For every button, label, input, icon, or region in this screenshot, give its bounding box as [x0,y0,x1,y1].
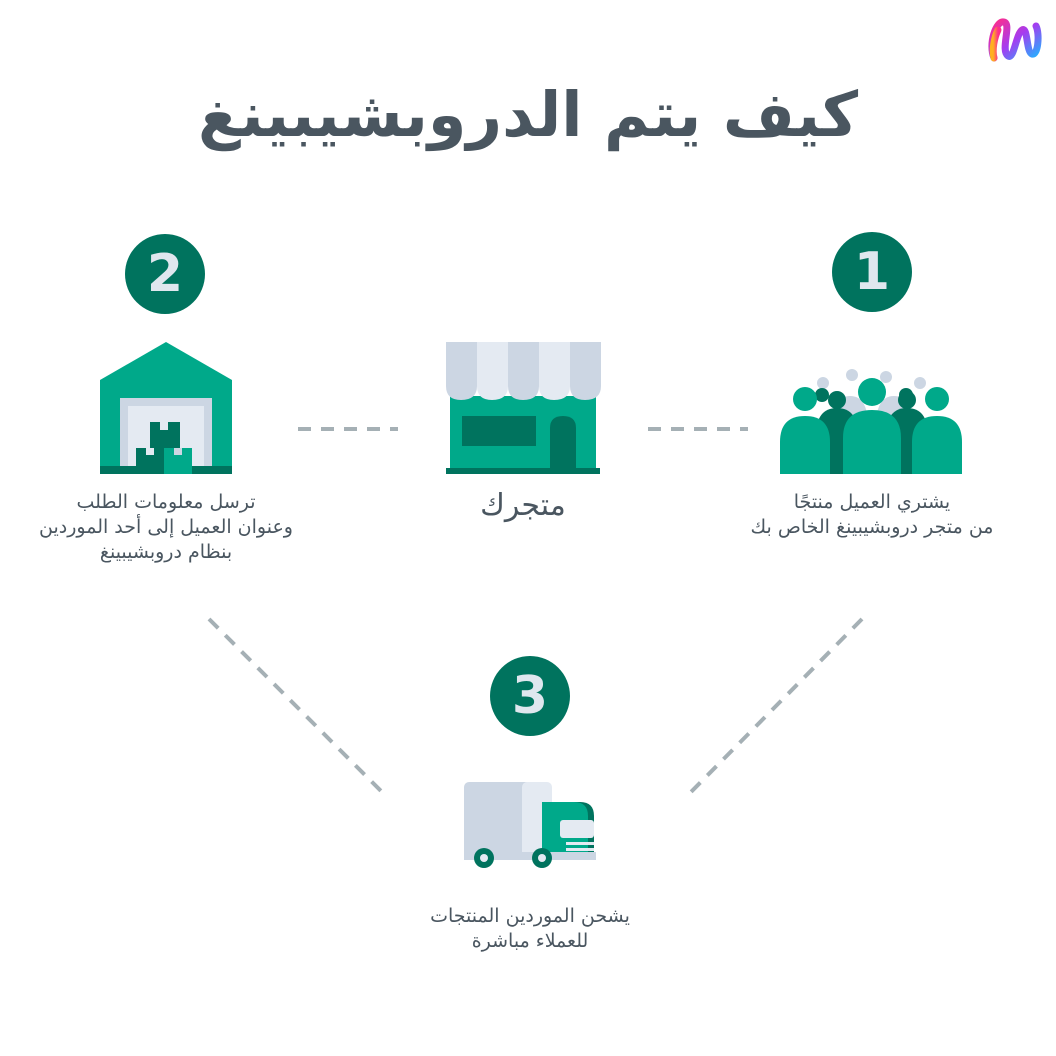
step-2-caption-line: وعنوان العميل إلى أحد الموردين [39,516,293,539]
step-1-caption: يشتري العميل منتجًا من متجر دروبشيبينغ ا… [712,490,1032,540]
step-3-caption-line: يشحن الموردين المنتجات [430,905,630,927]
customers-group-icon [780,369,962,474]
store-label: متجرك [480,488,566,523]
warehouse-icon [100,342,232,474]
page-title: كيف يتم الدروبشيبينغ [197,78,859,151]
step-3-badge: 3 [490,656,570,736]
connector-warehouse-truck [207,617,387,797]
delivery-truck-icon [464,782,596,868]
step-2-caption: ترسل معلومات الطلب وعنوان العميل إلى أحد… [6,490,326,565]
brand-logo-icon [988,18,1042,62]
step-1-caption-line: من متجر دروبشيبينغ الخاص بك [750,516,994,539]
step-1-badge: 1 [832,232,912,312]
step-2-caption-line: ترسل معلومات الطلب [76,491,256,513]
storefront-icon [446,342,601,474]
step-1-caption-line: يشتري العميل منتجًا [793,491,951,513]
step-2-badge: 2 [125,234,205,314]
step-3-caption-line: للعملاء مباشرة [471,930,589,953]
connector-customers-truck [686,617,864,797]
step-3-caption: يشحن الموردين المنتجات للعملاء مباشرة [370,904,690,954]
step-2-caption-line: بنظام دروبشيبينغ [99,541,233,564]
